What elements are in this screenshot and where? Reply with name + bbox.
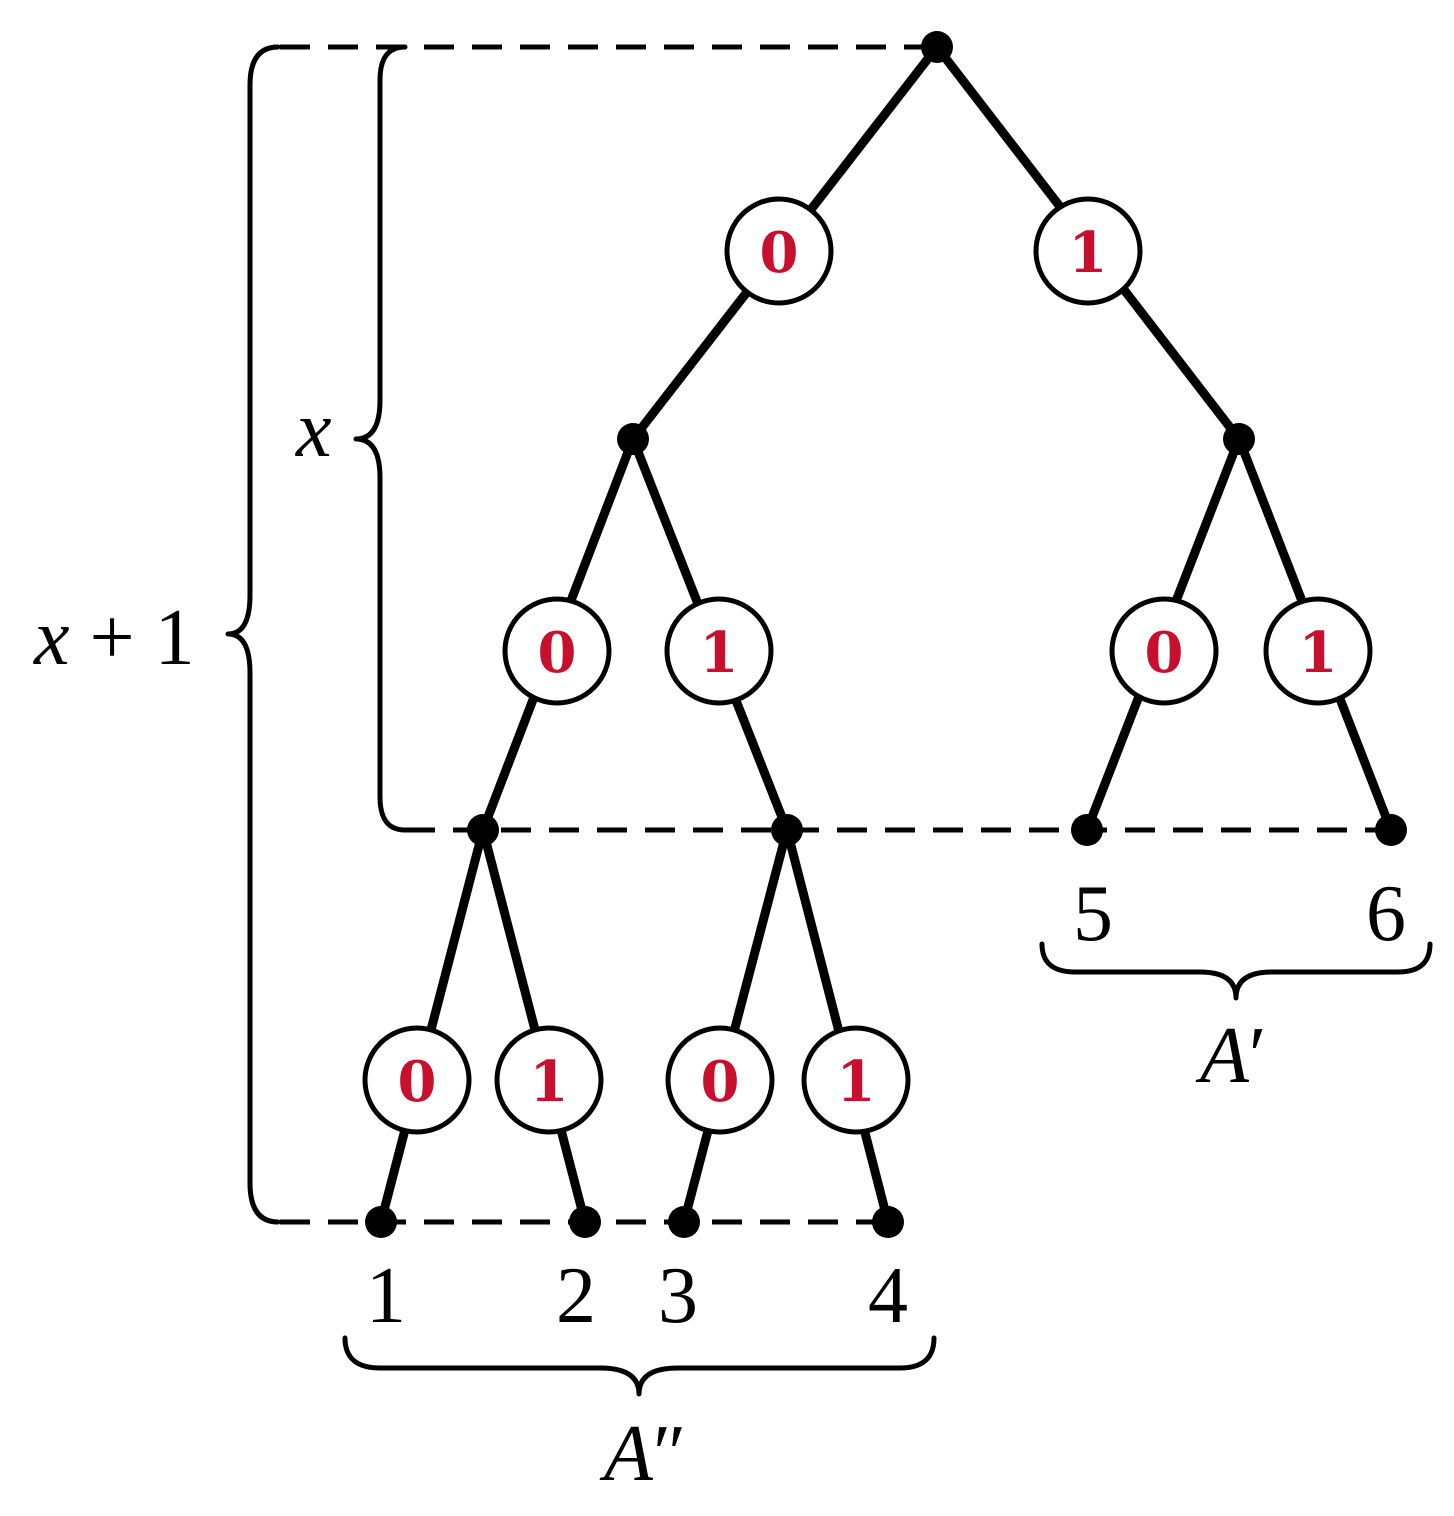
leaf-label-5: 5 xyxy=(1073,870,1113,958)
edge-ll-left xyxy=(376,828,488,1224)
label-a-prime-name: A xyxy=(1195,1012,1250,1100)
bit-label-r-right: 1 xyxy=(1263,596,1373,706)
label-a-prime-mark: ′ xyxy=(1249,1012,1267,1100)
bit-label-text: 0 xyxy=(1145,620,1184,686)
brace-left-inner xyxy=(353,44,408,833)
brace-left-outer xyxy=(225,44,281,1225)
node-r xyxy=(1223,423,1255,455)
leaf-node-5 xyxy=(1071,814,1103,846)
label-a-double-prime-name: A xyxy=(599,1410,654,1498)
bit-label-r-left: 0 xyxy=(1109,596,1219,706)
bit-label-l-left: 0 xyxy=(502,596,612,706)
label-a-double-prime: A″ xyxy=(599,1410,686,1498)
label-x-plus-1-rest: + 1 xyxy=(70,594,195,682)
label-x-plus-1-var: x xyxy=(33,594,70,682)
leaf-node-4 xyxy=(872,1206,904,1238)
label-a-double-prime-mark: ″ xyxy=(653,1410,686,1498)
node-ll xyxy=(467,814,499,846)
bit-labels: 0 1 0 1 0 1 0 1 xyxy=(362,196,1373,1135)
node-lr xyxy=(771,814,803,846)
bit-label-text: 0 xyxy=(398,1049,437,1115)
bit-label-l-right: 1 xyxy=(664,596,774,706)
leaf-node-1 xyxy=(365,1206,397,1238)
bit-label-ll-right: 1 xyxy=(494,1025,604,1135)
bit-label-root-left: 0 xyxy=(724,196,834,306)
node-l xyxy=(617,423,649,455)
leaf-label-4: 4 xyxy=(868,1252,908,1340)
leaf-label-3: 3 xyxy=(658,1252,698,1340)
bit-label-ll-left: 0 xyxy=(362,1025,472,1135)
leaf-node-6 xyxy=(1375,814,1407,846)
bit-label-lr-left: 0 xyxy=(665,1025,775,1135)
edge-lr-right xyxy=(782,828,893,1224)
label-x-plus-1: x + 1 xyxy=(33,594,195,682)
node-root xyxy=(921,31,953,63)
leaf-labels: 1 2 3 4 5 6 xyxy=(366,870,1406,1340)
label-x-var: x xyxy=(295,386,332,474)
bit-label-text: 1 xyxy=(1299,620,1338,686)
bit-label-text: 0 xyxy=(701,1049,740,1115)
bit-label-text: 1 xyxy=(700,620,739,686)
brace-bottom-left xyxy=(342,1335,937,1397)
braces xyxy=(225,44,1433,1397)
leaf-label-2: 2 xyxy=(556,1252,596,1340)
edge-ll-right xyxy=(478,828,590,1224)
tree-nodes xyxy=(365,31,1407,1238)
bit-label-text: 0 xyxy=(760,220,799,286)
bit-label-text: 1 xyxy=(1069,220,1108,286)
leaf-node-3 xyxy=(668,1206,700,1238)
bit-label-text: 0 xyxy=(538,620,577,686)
leaf-label-1: 1 xyxy=(366,1252,406,1340)
leaf-node-2 xyxy=(569,1206,601,1238)
bit-label-text: 1 xyxy=(530,1049,569,1115)
bit-label-text: 1 xyxy=(837,1049,876,1115)
leaf-label-6: 6 xyxy=(1366,870,1406,958)
brace-labels: x + 1 x A″ A′ xyxy=(33,386,1266,1498)
label-x: x xyxy=(295,386,332,474)
edge-lr-left xyxy=(679,828,792,1224)
bit-label-root-right: 1 xyxy=(1033,196,1143,306)
brace-bottom-right xyxy=(1039,941,1433,1001)
bit-label-lr-right: 1 xyxy=(801,1025,911,1135)
label-a-prime: A′ xyxy=(1195,1012,1266,1100)
